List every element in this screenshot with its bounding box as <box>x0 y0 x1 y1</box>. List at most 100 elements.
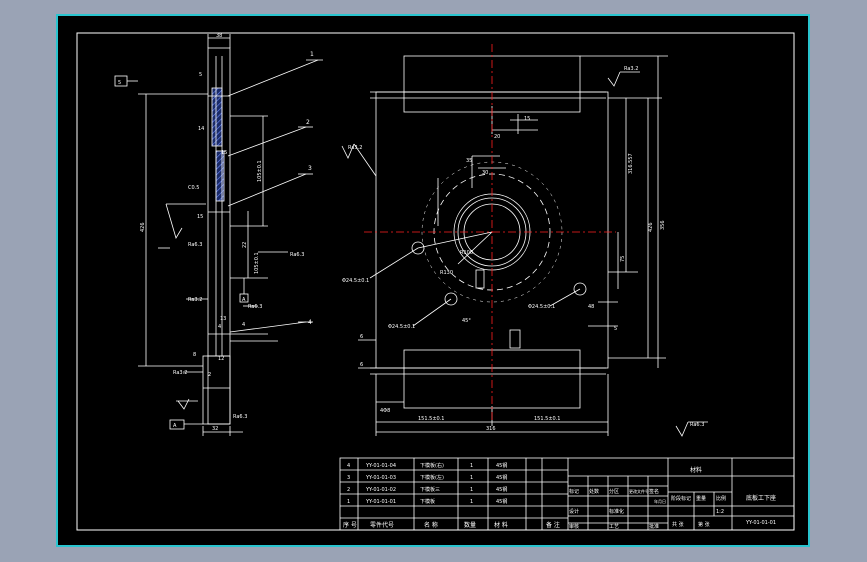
dim-left-half: 151.5±0.1 <box>418 416 444 422</box>
side-dim-3: 48 <box>588 304 594 310</box>
center-lines <box>364 44 616 420</box>
dim-vertical-4: 105±0.1 <box>254 252 260 274</box>
dim-side-11: 32 <box>212 426 218 432</box>
dim-side-10: 2 <box>208 372 211 378</box>
chamfer-label: C0.5 <box>188 185 199 191</box>
dim-side-9: 12 <box>218 356 224 362</box>
row1-qty: 1 <box>470 499 473 505</box>
material-caption: 材料 <box>690 466 702 474</box>
scale-value: 1:2 <box>716 509 724 515</box>
row3-code: YY-01-01-03 <box>365 475 396 481</box>
front-view-labels: 316 151.5±0.1 151.5±0.1 356 316.557 426 … <box>342 66 704 432</box>
row3-mat: 45钢 <box>496 474 507 481</box>
side-roughness-4: Ra6.3 <box>248 304 262 310</box>
header-name: 名 称 <box>424 521 438 529</box>
row1-mat: 45钢 <box>496 498 507 505</box>
global-roughness: Ra6.3 <box>690 422 704 428</box>
side-roughness-6: Ra6.3 <box>233 414 247 420</box>
dim-top-1: 15 <box>524 116 530 122</box>
header-code: 零件代号 <box>370 521 394 529</box>
sign-signature: 签名 <box>649 488 659 495</box>
dim-side-8: 13 <box>220 316 226 322</box>
row1-code: YY-01-01-01 <box>365 499 396 505</box>
dim-right-half: 151.5±0.1 <box>534 416 560 422</box>
row2-no: 2 <box>347 487 350 493</box>
header-note: 备 注 <box>546 521 560 529</box>
hole-label-3: Φ24.5±0.1 <box>528 304 555 310</box>
dim-vertical-2: 105±0.1 <box>257 160 263 182</box>
dim-side-3: 15 <box>221 150 227 156</box>
side-dim-2: 6 <box>360 362 363 368</box>
front-roughness-1: Ra3.2 <box>348 145 362 151</box>
hatch-section-1 <box>211 87 223 147</box>
dim-top-width: 38 <box>216 33 222 39</box>
label-weight: 重量 <box>696 495 706 502</box>
front-view <box>341 55 708 437</box>
row4-name: 下模板(右) <box>420 462 444 469</box>
dim-side-6: 4 <box>242 322 245 328</box>
row4-qty: 1 <box>470 463 473 469</box>
header-mat: 材 料 <box>494 521 508 529</box>
row3-qty: 1 <box>470 475 473 481</box>
role-standard: 标准化 <box>609 508 624 515</box>
label-scale: 比例 <box>716 495 726 502</box>
bottom-label-a: A <box>173 423 177 429</box>
sign-mark: 标记 <box>569 488 579 495</box>
angle-label: 45° <box>462 318 471 324</box>
label-sheets: 共 张 <box>672 521 684 528</box>
title-block <box>339 457 795 531</box>
corner-label: 4Φ8 <box>380 408 390 414</box>
dim-top-4: 35 <box>466 158 472 164</box>
hole-label-1: Φ24.5±0.1 <box>342 278 369 284</box>
item-number-4: 4 <box>308 319 312 326</box>
item-number-2: 2 <box>306 119 310 126</box>
dim-right-2: 426 <box>648 222 654 232</box>
row1-no: 1 <box>347 499 350 505</box>
side-dim-1: 6 <box>360 334 363 340</box>
dim-right-1: 316.557 <box>628 153 634 174</box>
row2-qty: 1 <box>470 487 473 493</box>
hole-3 <box>573 282 587 296</box>
role-design: 设计 <box>569 508 579 515</box>
row4-mat: 45钢 <box>496 462 507 469</box>
drawing-sheet: 38 5 14 15 15 4 4 8 13 12 2 32 426 105±0… <box>56 14 810 547</box>
drawing-canvas: 38 5 14 15 15 4 4 8 13 12 2 32 426 105±0… <box>76 32 795 531</box>
dim-side-4: 15 <box>197 214 203 220</box>
dim-top-3: 30 <box>482 170 488 176</box>
hole-1 <box>411 241 425 255</box>
side-roughness-5: Ra3.2 <box>173 370 187 376</box>
label-sheet-no: 第 张 <box>698 521 710 528</box>
sign-count: 处数 <box>589 488 599 495</box>
datum-note: 5 <box>118 80 121 86</box>
sign-zone: 分区 <box>609 488 619 495</box>
sign-date: 年月日 <box>654 498 666 504</box>
label-stage: 阶段标记 <box>671 495 691 502</box>
row2-name: 下模板三 <box>420 486 440 493</box>
role-process: 工艺 <box>609 524 619 530</box>
dim-right-3: 75 <box>620 256 626 262</box>
dim-top-2: 20 <box>494 134 500 140</box>
row2-code: YY-01-01-02 <box>365 487 396 493</box>
radius-label-2: R130 <box>440 270 453 276</box>
side-dim-4: 5 <box>614 326 617 332</box>
item-number-3: 3 <box>308 165 312 172</box>
row3-name: 下模板(左) <box>420 474 444 481</box>
dim-vertical-3: 22 <box>242 242 248 248</box>
role-approve: 批准 <box>649 523 659 530</box>
dim-width-total: 316 <box>486 426 496 432</box>
dim-side-7: 8 <box>193 352 196 358</box>
dim-height-total: 356 <box>660 220 666 230</box>
hole-2 <box>444 292 458 306</box>
title-block-text: 4 YY-01-01-04 下模板(右) 1 45钢 3 YY-01-01-03… <box>343 462 776 530</box>
side-roughness-3: Ra3.2 <box>188 297 202 303</box>
inner-border <box>76 32 795 531</box>
sign-change: 更改文件号 <box>629 488 649 494</box>
side-view <box>114 34 323 436</box>
row3-no: 3 <box>347 475 350 481</box>
drawing-name: 底板工下座 <box>746 494 776 502</box>
hole-label-2: Φ24.5±0.1 <box>388 324 415 330</box>
dim-side-5: 4 <box>218 324 221 330</box>
side-roughness-1: Ra6.3 <box>188 242 202 248</box>
role-review: 审核 <box>569 523 579 530</box>
